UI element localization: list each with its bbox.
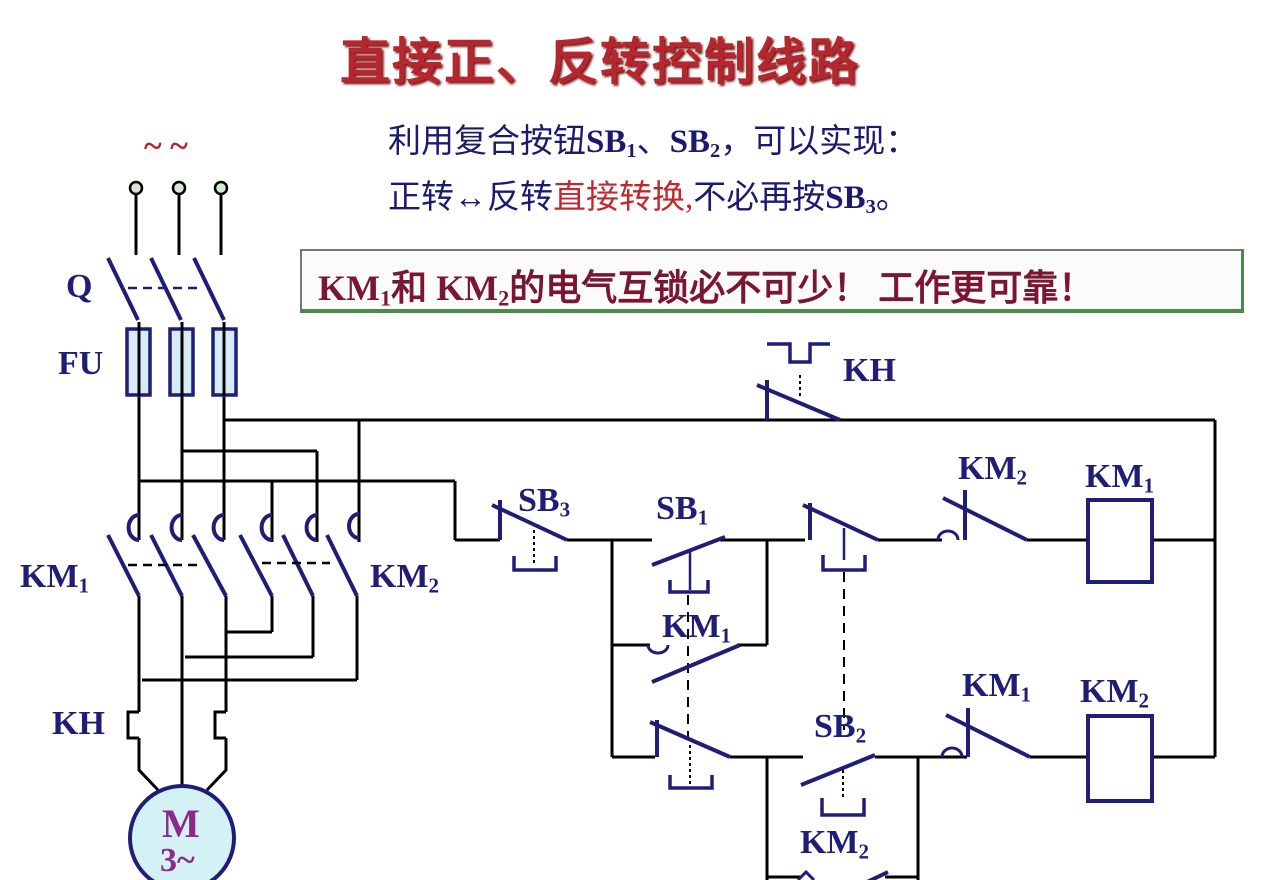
km1-coil	[1086, 498, 1154, 584]
sb1-start-button	[649, 535, 731, 790]
km1-aux-blade	[651, 643, 741, 684]
wire-motor-l3	[205, 738, 228, 792]
km2-interlock-contact	[936, 490, 1028, 542]
km2-interlock-blade	[942, 496, 1028, 542]
wire-motor-l1	[137, 738, 160, 792]
motor-label: M	[162, 801, 200, 846]
label-km2-main: KM2	[370, 558, 440, 598]
motor-circle	[128, 784, 236, 880]
ac-supply-symbol: ~ ~	[144, 128, 188, 165]
diagram-title: 直接正、反转控制线路	[340, 34, 860, 90]
coils	[1086, 498, 1154, 803]
label-q: Q	[66, 268, 93, 305]
switch-q	[106, 257, 226, 321]
sb2-reverse-button	[800, 503, 879, 817]
km1-arc-1	[126, 513, 140, 542]
km2-coil	[1086, 714, 1154, 803]
motor-phase: 3~	[160, 842, 195, 879]
km1-arc-2	[169, 513, 183, 542]
label-km1-coil: KM1	[1085, 458, 1155, 498]
highlight-text: 直接转换,	[553, 180, 694, 216]
label-sb1: SB1	[656, 490, 709, 530]
label-sb3: SB3	[518, 482, 571, 522]
sb2-nc-blade	[802, 503, 879, 542]
km1-aux-contact	[646, 643, 741, 684]
label-sb2: SB2	[814, 708, 867, 748]
description-line-1: 利用复合按钮SB1、SB2，可以实现：	[388, 124, 919, 163]
kh-element-3	[213, 710, 226, 740]
label-kh-power: KH	[52, 705, 105, 742]
label-km1-main: KM1	[20, 558, 90, 598]
label-km2-aux: KM2	[800, 824, 870, 864]
km1-arc-3	[211, 513, 225, 542]
sb1-nc-blade	[649, 720, 731, 759]
km1-interlock-contact	[940, 708, 1031, 759]
sb3-stop-button	[491, 500, 568, 572]
label-km1-aux: KM1	[662, 608, 732, 648]
sb3-actuator	[512, 556, 558, 572]
label-km2-coil: KM2	[1080, 673, 1150, 713]
km2-blade-1	[238, 534, 274, 597]
terminal-l1	[128, 180, 144, 196]
sb1-ref: SB1	[586, 124, 637, 163]
km2-arc-2	[304, 513, 318, 542]
km2-blade-2	[281, 534, 315, 597]
km2-aux-contact	[796, 869, 889, 880]
sb2-no-blade	[800, 753, 876, 787]
terminal-l2	[171, 180, 187, 196]
banner-text: KM1和 KM2的电气互锁必不可少！ 工作更可靠！	[318, 268, 1095, 311]
supply-terminals	[128, 180, 229, 196]
terminal-l3	[213, 180, 229, 196]
kh-thermal-elements	[126, 710, 226, 740]
sb3-ref: SB3	[825, 180, 876, 219]
switch-q-blade-1	[106, 257, 140, 321]
km1-blade-1	[106, 534, 141, 597]
description-text: 利用复合按钮	[388, 124, 586, 160]
fuses	[125, 322, 238, 397]
label-fu: FU	[58, 345, 104, 382]
km-main-contacts	[106, 512, 360, 597]
sb3-blade	[491, 503, 568, 542]
sb2-ref: SB2	[669, 124, 721, 163]
interlock-banner: KM1和 KM2的电气互锁必不可少！ 工作更可靠！	[300, 249, 1244, 313]
label-km1-interlock: KM1	[962, 667, 1032, 707]
km2-arc-1	[259, 513, 273, 542]
km2-arc-3	[347, 512, 360, 540]
km2-aux-blade	[866, 870, 889, 880]
km2-blade-3	[325, 534, 359, 597]
km1-interlock-blade	[945, 713, 1031, 759]
label-km2-interlock: KM2	[958, 450, 1028, 490]
label-kh-control: KH	[843, 352, 896, 389]
kh-contact-blade	[756, 383, 841, 422]
wire-kh-nc-in	[359, 395, 769, 422]
sb1-no-blade	[651, 535, 726, 567]
wires	[134, 193, 1217, 880]
description-line-2: 正转↔反转直接转换,不必再按SB3。	[388, 180, 909, 219]
km1-blade-3	[191, 534, 228, 597]
kh-nc-contact	[756, 342, 841, 422]
kh-thermal-actuator	[767, 342, 830, 364]
switch-q-blade-3	[192, 257, 226, 321]
kh-element-1	[126, 710, 139, 740]
